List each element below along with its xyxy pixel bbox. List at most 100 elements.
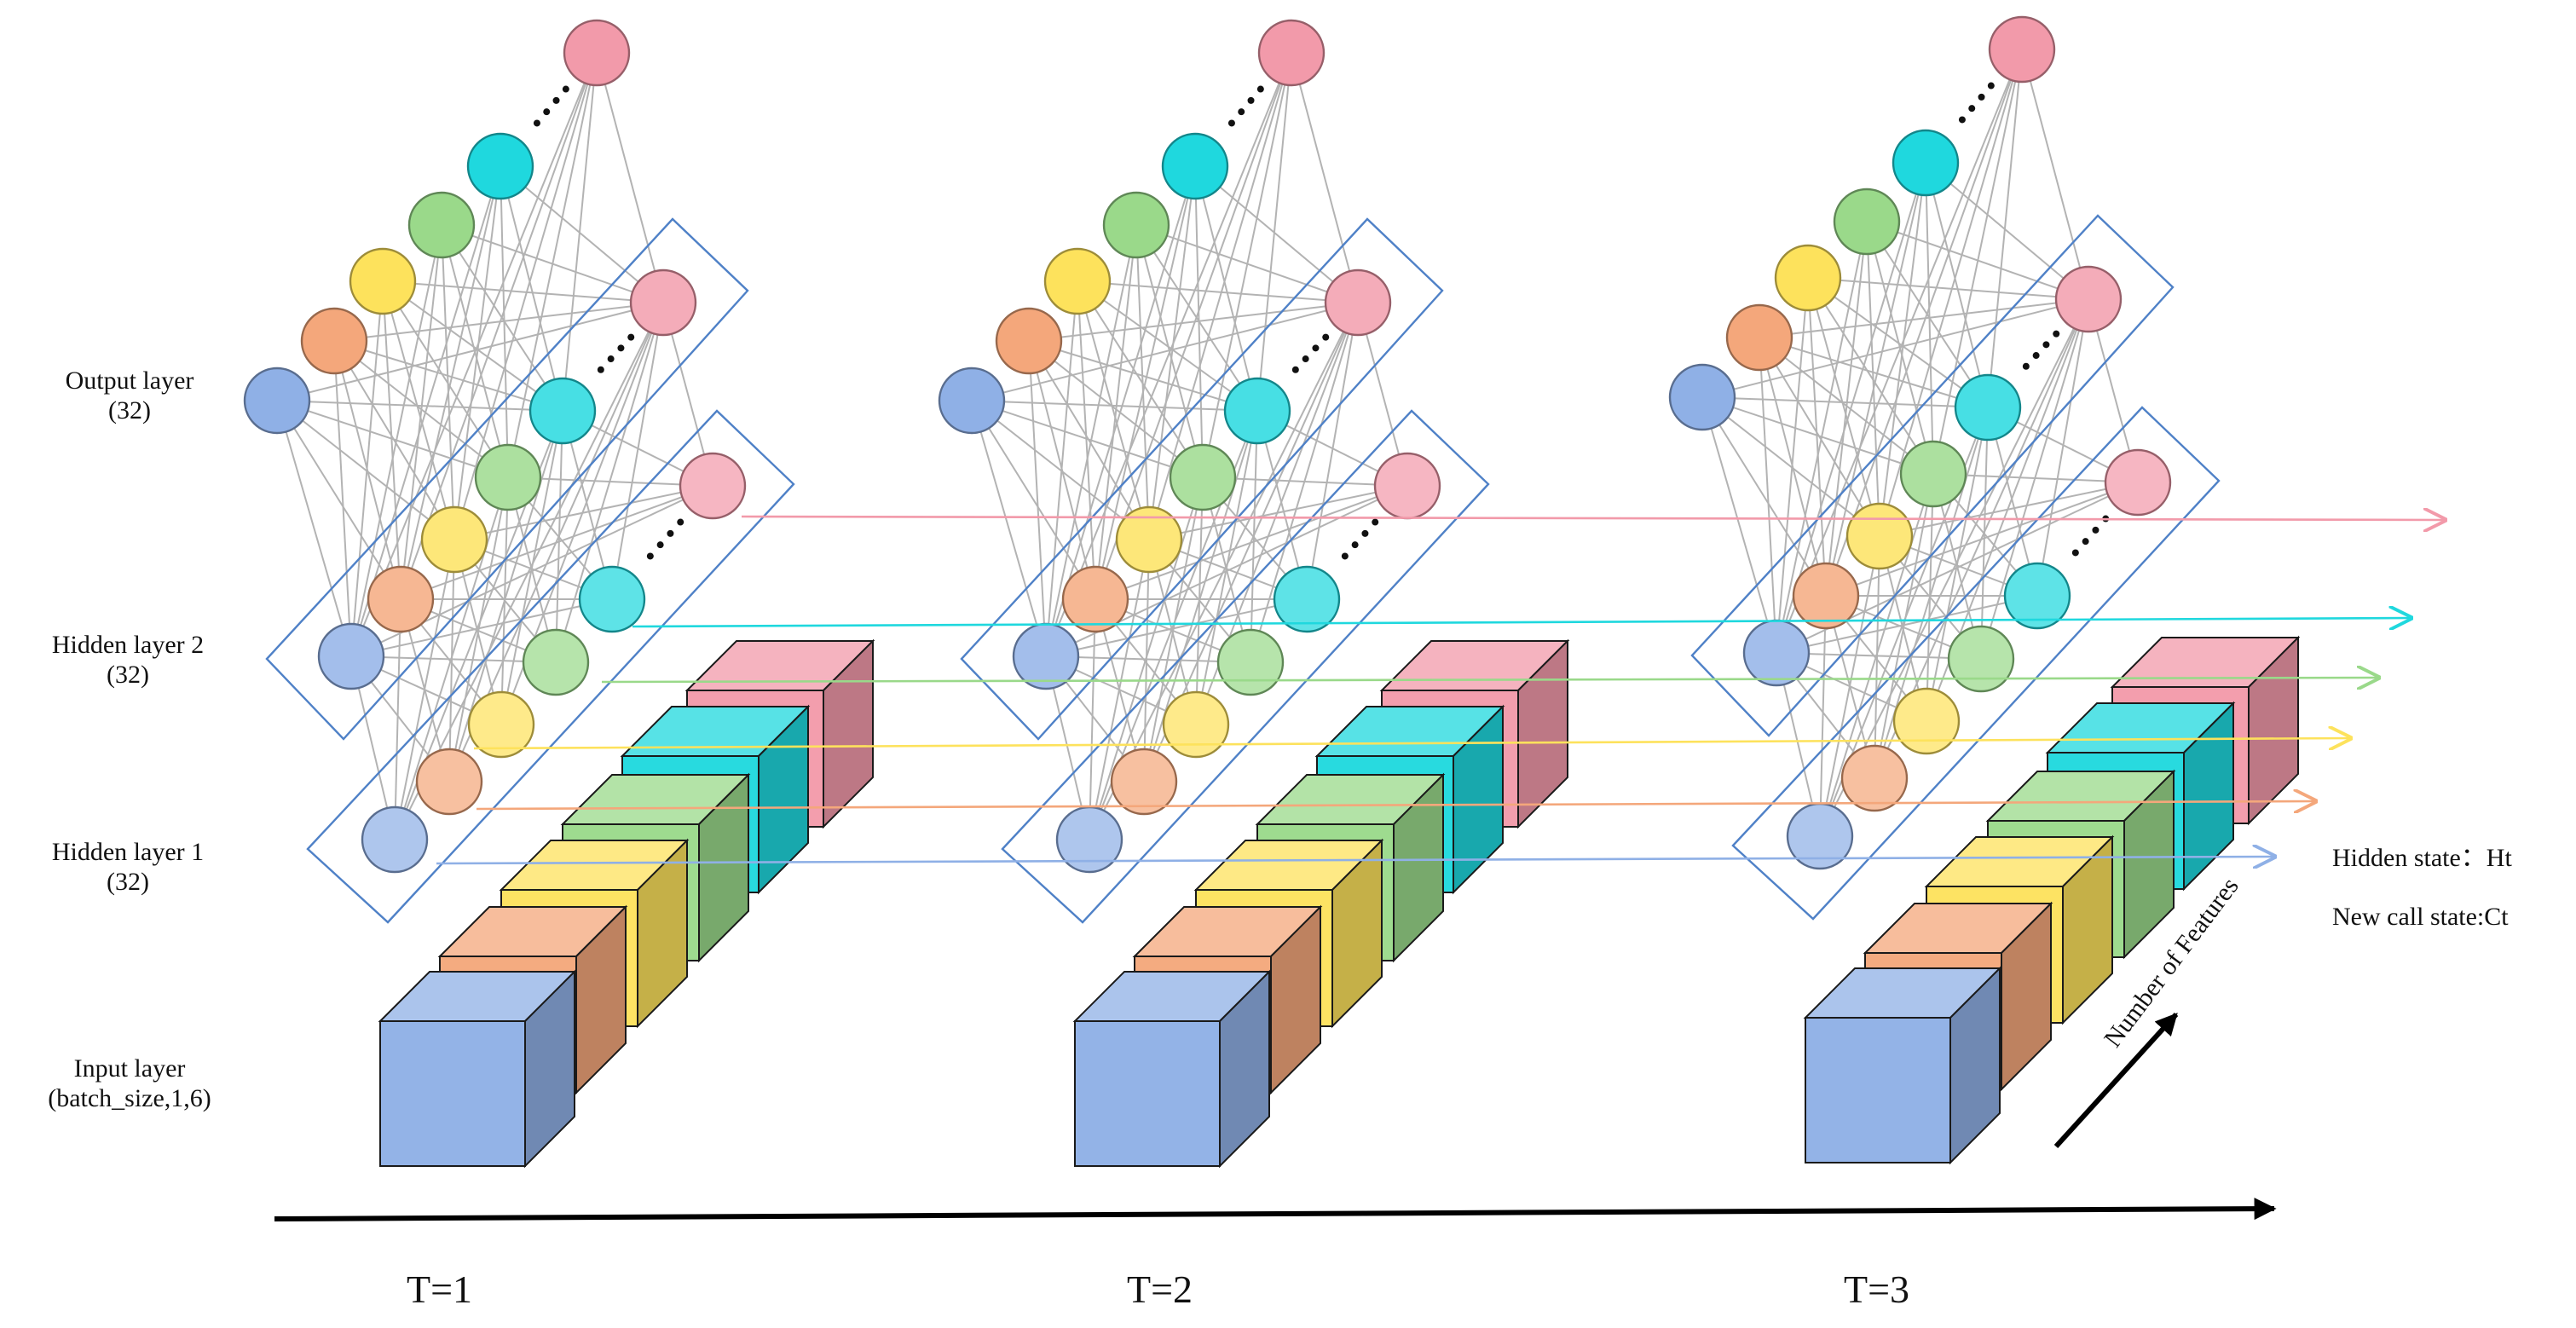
ellipsis-dot bbox=[1351, 541, 1359, 549]
connection-line bbox=[453, 165, 501, 540]
hidden-2-node-cyan-t3 bbox=[1954, 373, 2022, 442]
hidden-2-node-pink-t2 bbox=[1324, 268, 1392, 337]
connection-line bbox=[611, 302, 664, 600]
hidden-2-node-pink-t3 bbox=[2054, 265, 2123, 333]
connection-line bbox=[382, 280, 509, 478]
connection-line bbox=[382, 280, 664, 303]
connection-line bbox=[1148, 165, 1196, 540]
hidden-2-ellipsis-t2 bbox=[1291, 333, 1330, 373]
hidden-2-node-green-t1 bbox=[474, 443, 542, 511]
ellipsis-dot bbox=[533, 119, 540, 127]
ellipsis-dot bbox=[1256, 85, 1264, 93]
output-node-orange-t2 bbox=[995, 307, 1063, 375]
connection-line bbox=[394, 598, 401, 840]
connection-line bbox=[1819, 595, 1827, 837]
output-node-cyan-t1 bbox=[466, 132, 534, 200]
connection-line bbox=[500, 410, 563, 725]
hidden-1-node-yellow-t1 bbox=[467, 690, 535, 759]
hidden-2-node-yellow-t2 bbox=[1115, 505, 1183, 574]
connection-line bbox=[1874, 407, 1989, 779]
connection-line bbox=[1776, 221, 1868, 654]
ellipsis-dot bbox=[1312, 344, 1320, 352]
connection-line bbox=[1028, 340, 1047, 657]
hidden-1-node-orange-t3 bbox=[1840, 744, 1909, 812]
connection-line bbox=[1291, 52, 1359, 303]
hidden-state-label: Hidden state：Ht bbox=[2332, 844, 2512, 872]
hidden-layer-2-name: Hidden layer 2 bbox=[51, 631, 205, 659]
connection-line bbox=[1879, 162, 1926, 537]
hidden-2-ellipsis-t3 bbox=[2022, 330, 2060, 370]
connection-line bbox=[1089, 476, 1204, 840]
hidden-layer-1-box-t3 bbox=[1731, 406, 2221, 921]
timestep-label-1: T=1 bbox=[407, 1267, 473, 1311]
ellipsis-dot bbox=[1322, 333, 1330, 341]
output-ellipsis-t1 bbox=[533, 85, 569, 127]
output-node-yellow-t1 bbox=[349, 247, 417, 315]
network-t1 bbox=[243, 19, 795, 924]
connection-line bbox=[333, 302, 664, 342]
state-arrow-pink bbox=[741, 517, 2445, 520]
connection-line bbox=[1701, 396, 1827, 597]
connection-line bbox=[276, 400, 455, 540]
connection-line bbox=[1701, 396, 1880, 537]
connection-line bbox=[350, 165, 501, 657]
connection-line bbox=[1045, 655, 1251, 663]
ellipsis-dot bbox=[2042, 341, 2050, 349]
connection-line bbox=[1807, 277, 1934, 475]
connection-line bbox=[448, 410, 563, 782]
connection-line bbox=[453, 52, 598, 540]
connection-line bbox=[350, 280, 384, 657]
timestep-1-group bbox=[378, 638, 875, 1169]
hidden-2-ellipsis-t1 bbox=[597, 333, 635, 373]
connection-line bbox=[1776, 162, 1926, 654]
connection-line bbox=[1077, 280, 1204, 478]
connection-line bbox=[1202, 52, 1292, 478]
connection-line bbox=[1045, 165, 1196, 657]
output-node-green-t1 bbox=[407, 191, 476, 259]
hidden-1-node-orange-t1 bbox=[415, 748, 483, 816]
ellipsis-dot bbox=[1361, 529, 1369, 537]
connection-line bbox=[1077, 280, 1096, 600]
hidden-layer-2-box-t1 bbox=[265, 217, 749, 741]
connection-line bbox=[1926, 407, 1989, 722]
connection-line bbox=[1256, 52, 1292, 412]
input-layer-name: Input layer bbox=[73, 1054, 186, 1083]
hidden-1-node-orange-t2 bbox=[1110, 748, 1178, 816]
ellipsis-dot bbox=[1238, 108, 1245, 116]
hidden-1-node-pink-t1 bbox=[679, 452, 747, 520]
connection-line bbox=[350, 598, 613, 657]
output-layer-name: Output layer bbox=[65, 367, 194, 395]
output-node-blue-t2 bbox=[938, 367, 1006, 435]
hidden-1-node-yellow-t2 bbox=[1162, 690, 1230, 759]
connection-line bbox=[1874, 473, 1934, 779]
connection-line bbox=[276, 400, 352, 657]
connection-line bbox=[1250, 302, 1359, 663]
connection-line bbox=[394, 476, 509, 840]
ellipsis-dot bbox=[646, 552, 654, 560]
connection-line bbox=[1819, 473, 1934, 837]
output-node-blue-t1 bbox=[243, 367, 311, 435]
connection-line bbox=[1825, 49, 2023, 597]
hidden-1-node-cyan-t1 bbox=[578, 565, 646, 633]
connection-line bbox=[555, 302, 664, 663]
connection-line bbox=[1776, 595, 2038, 654]
hidden-2-node-orange-t1 bbox=[367, 565, 435, 633]
ellipsis-dot bbox=[552, 96, 560, 104]
ellipsis-dot bbox=[1958, 116, 1966, 124]
output-node-pink-t1 bbox=[563, 19, 631, 87]
feature-cube-blue-t1-front bbox=[379, 1020, 526, 1167]
ellipsis-dot bbox=[2082, 538, 2089, 546]
connection-line bbox=[1980, 298, 2089, 660]
hidden-layer-1-box-t1 bbox=[306, 409, 795, 924]
connection-line bbox=[1925, 162, 2089, 300]
connection-line bbox=[1866, 221, 1880, 537]
hidden-1-ellipsis-t2 bbox=[1341, 518, 1379, 560]
time-axis-arrow bbox=[274, 1198, 2277, 1221]
network-t2 bbox=[938, 19, 1490, 924]
connection-line bbox=[1776, 652, 1982, 660]
output-node-orange-t1 bbox=[300, 307, 368, 375]
connection-line bbox=[596, 52, 664, 303]
hidden-2-node-green-t3 bbox=[1899, 440, 1967, 508]
